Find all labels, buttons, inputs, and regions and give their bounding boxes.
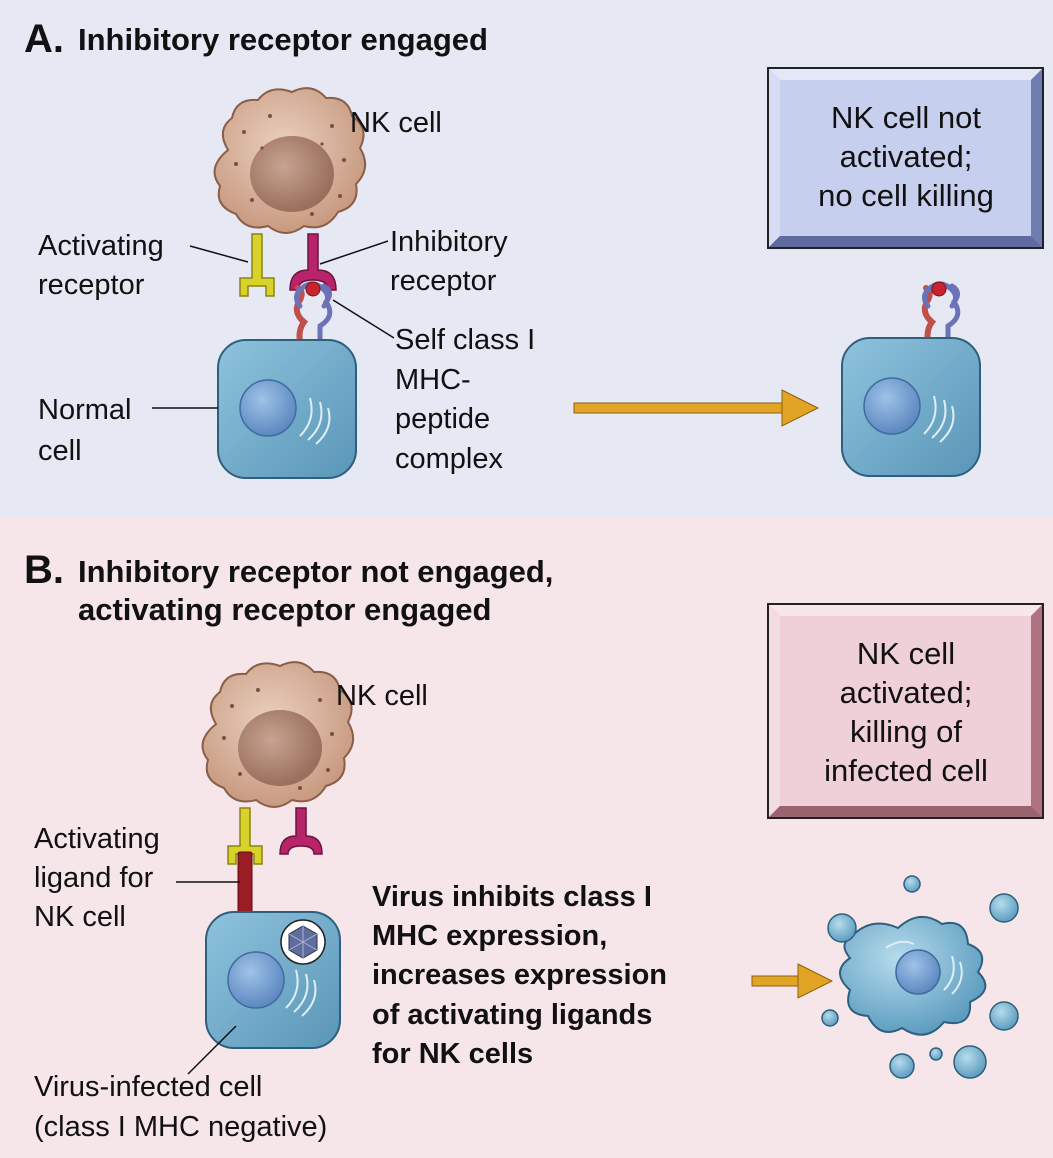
leader-lines-b xyxy=(176,881,240,1075)
panel-b-title-1: Inhibitory receptor not engaged, xyxy=(78,554,553,589)
surviving-cell-a xyxy=(841,281,981,477)
panel-b-title-2: activating receptor engaged xyxy=(78,592,491,627)
activating-receptor-b xyxy=(227,807,263,865)
result-box-a-line-2: activated; xyxy=(840,139,973,174)
result-box-b: NK cell activated; killing of infected c… xyxy=(767,603,1044,819)
panel-a-letter: A. xyxy=(24,17,64,61)
arrow-b xyxy=(751,963,834,999)
mhc-label-4: complex xyxy=(395,443,503,475)
inhibitory-receptor-a-label-1: Inhibitory xyxy=(390,226,508,258)
activating-ligand xyxy=(237,851,253,915)
result-box-a: NK cell not activated; no cell killing xyxy=(767,67,1044,249)
leader-lines-a xyxy=(152,240,395,409)
virus-icon xyxy=(280,919,326,965)
inhibitory-receptor-b xyxy=(279,807,323,855)
mhc-label-3: peptide xyxy=(395,403,490,435)
result-box-b-line-4: infected cell xyxy=(824,753,988,788)
activating-ligand-label-1: Activating xyxy=(34,823,160,855)
virus-text-line-2: MHC expression, xyxy=(372,920,607,952)
activating-receptor-a-label-2: receptor xyxy=(38,269,145,301)
normal-cell-a-label-2: cell xyxy=(38,435,82,467)
mhc-label-1: Self class I xyxy=(395,324,535,356)
nk-cell-b-label: NK cell xyxy=(336,680,428,712)
panel-b-letter: B. xyxy=(24,548,64,592)
virus-text-line-3: increases expression xyxy=(372,959,667,991)
activating-receptor-a-label-1: Activating xyxy=(38,230,164,262)
result-box-a-line-3: no cell killing xyxy=(818,178,994,213)
normal-cell-a xyxy=(217,339,357,479)
mhc-label-2: MHC- xyxy=(395,364,471,396)
result-box-b-line-3: killing of xyxy=(850,714,962,749)
nk-cell-a-label: NK cell xyxy=(350,107,442,139)
infected-cell-label-1: Virus-infected cell xyxy=(34,1071,262,1103)
activating-ligand-label-2: ligand for xyxy=(34,862,154,894)
virus-text-line-1: Virus inhibits class I xyxy=(372,881,652,913)
result-box-b-line-1: NK cell xyxy=(857,636,955,671)
virus-text-line-5: for NK cells xyxy=(372,1038,533,1070)
mhc-peptide-complex-a xyxy=(293,281,333,345)
inhibitory-receptor-a-label-2: receptor xyxy=(390,265,497,297)
infected-cell-label-2: (class I MHC negative) xyxy=(34,1111,327,1143)
arrow-a xyxy=(573,389,820,427)
inhibitory-receptor-a xyxy=(289,233,337,291)
activating-receptor-a xyxy=(239,233,275,297)
result-box-a-line-1: NK cell not xyxy=(831,100,981,135)
nk-cell-a xyxy=(213,87,367,234)
panel-a-title: Inhibitory receptor engaged xyxy=(78,22,488,57)
result-box-b-line-2: activated; xyxy=(840,675,973,710)
normal-cell-a-label-1: Normal xyxy=(38,394,131,426)
killed-cell xyxy=(821,875,1019,1079)
activating-ligand-label-3: NK cell xyxy=(34,901,126,933)
virus-text-line-4: of activating ligands xyxy=(372,999,652,1031)
nk-cell-b xyxy=(201,661,355,808)
